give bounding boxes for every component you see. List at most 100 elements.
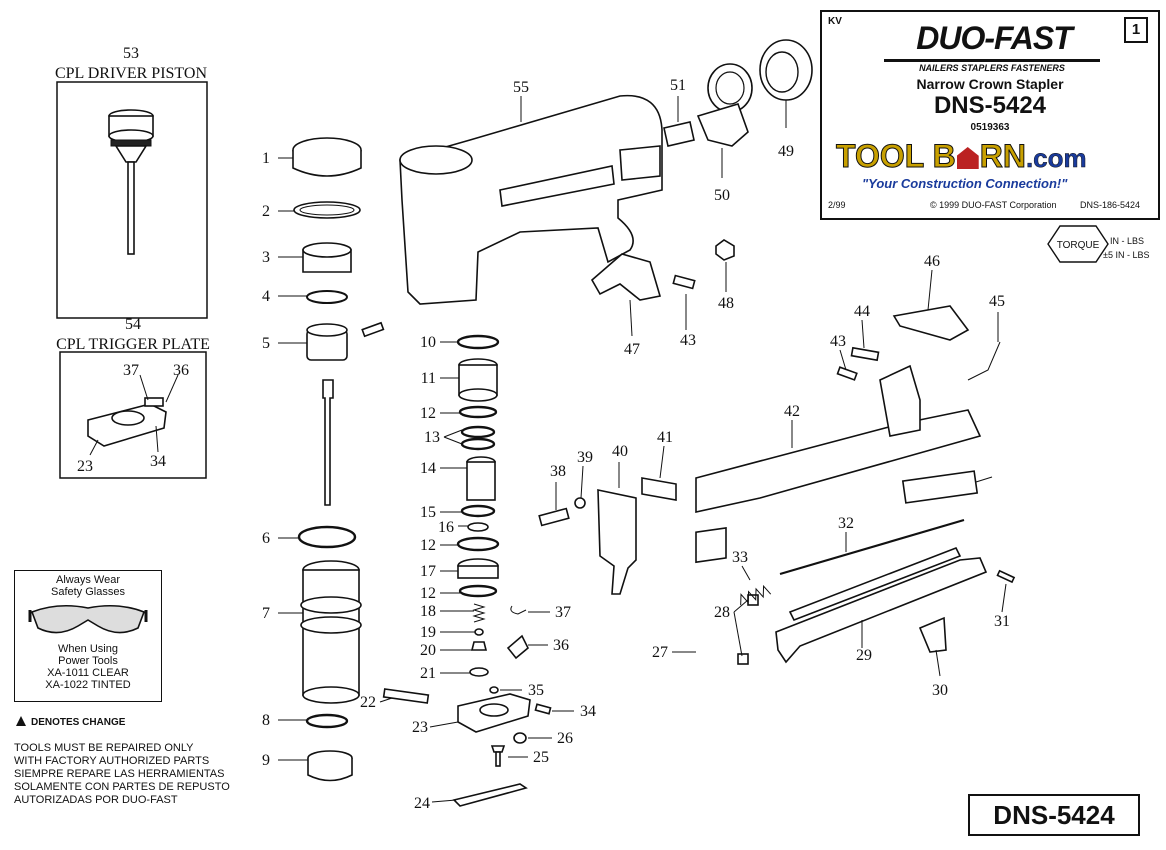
callout-51: 51 (670, 77, 686, 94)
dealer-domain: .com (1025, 143, 1087, 174)
callout-6: 6 (262, 530, 270, 547)
inset-54-frame (59, 351, 207, 479)
callout-15: 15 (420, 504, 436, 521)
torque-tolerance: ±5 IN - LBS (1103, 250, 1149, 260)
callout-8: 8 (262, 712, 270, 729)
inset-54-label-23: 23 (77, 458, 93, 475)
callout-25: 25 (533, 749, 549, 766)
callout-48: 48 (718, 295, 734, 312)
callout-46: 46 (924, 253, 940, 270)
callout-9: 9 (262, 752, 270, 769)
callout-19: 19 (420, 624, 436, 641)
trigger-plate-leaders (429, 611, 574, 803)
inset-53-frame (56, 81, 208, 319)
safety-line-1: Always Wear (56, 574, 120, 586)
callout-24: 24 (414, 795, 430, 812)
repair-notice-line-2: WITH FACTORY AUTHORIZED PARTS (14, 755, 210, 767)
safety-line-5: XA-1011 CLEAR (47, 667, 129, 679)
callout-36: 36 (553, 637, 569, 654)
callout-38: 38 (550, 463, 566, 480)
valve-stack (382, 334, 500, 704)
title-block: KV 1 DUO-FAST NAILERS STAPLERS FASTENERS… (820, 10, 1160, 220)
callout-16: 16 (438, 519, 454, 536)
safety-line-4: Power Tools (58, 655, 118, 667)
safety-line-6: XA-1022 TINTED (45, 679, 131, 691)
product-name: Narrow Crown Stapler (916, 76, 1064, 92)
dealer-slogan: "Your Construction Connection!" (862, 176, 1068, 191)
change-marker-icon (16, 716, 26, 726)
title-date: 2/99 (828, 200, 846, 210)
callout-12c: 12 (420, 585, 436, 602)
trigger-plate-group (452, 605, 552, 807)
copyright: © 1999 DUO-FAST Corporation (930, 200, 1057, 210)
callout-28: 28 (714, 604, 730, 621)
repair-notice: TOOLS MUST BE REPAIRED ONLY WITH FACTORY… (14, 742, 230, 807)
callout-33: 33 (732, 549, 748, 566)
repair-notice-line-4: SOLAMENTE CON PARTES DE REPUSTO (14, 781, 230, 793)
callout-20: 20 (420, 642, 436, 659)
trigger-plate-inset-drawing (87, 374, 179, 456)
magazine-leaders (672, 532, 1007, 677)
dealer-name-part-b: RN (979, 138, 1026, 175)
callout-47: 47 (624, 341, 640, 358)
inset-54-number: 54 (125, 316, 141, 333)
brand-logo: DUO-FAST (916, 20, 1073, 56)
valve-stack-leaders (379, 341, 475, 703)
callout-49: 49 (778, 143, 794, 160)
callout-52: 55 (513, 79, 529, 96)
callout-11: 11 (421, 370, 436, 387)
inset-54-title: CPL TRIGGER PLATE (56, 336, 210, 353)
inset-54-label-34: 34 (150, 453, 166, 470)
callout-21: 21 (420, 665, 436, 682)
exhaust-leaders (677, 96, 787, 178)
callout-12b: 12 (420, 537, 436, 554)
callout-30: 30 (932, 682, 948, 699)
callout-26: 26 (557, 730, 573, 747)
torque-hexagon-icon (1047, 225, 1109, 263)
callout-10: 10 (420, 334, 436, 351)
callout-39: 39 (577, 449, 593, 466)
doc-number: DNS-186-5424 (1080, 200, 1141, 210)
callout-35: 35 (528, 682, 544, 699)
title-model: DNS-5424 (933, 92, 1047, 119)
callout-45: 45 (989, 293, 1005, 310)
callout-40: 40 (612, 443, 628, 460)
callout-44: 44 (854, 303, 870, 320)
cylinder-stack-leaders (278, 157, 308, 761)
housing-drawing (399, 94, 663, 305)
callout-34: 34 (580, 703, 596, 720)
callout-3: 3 (262, 249, 270, 266)
callout-7: 7 (262, 605, 270, 622)
callout-41: 41 (657, 429, 673, 446)
nose-frame-group (538, 239, 1001, 595)
callout-23: 23 (412, 719, 428, 736)
repair-notice-line-5: AUTORIZADAS POR DUO-FAST (14, 794, 178, 806)
safety-glasses-icon (28, 604, 148, 634)
barn-icon (956, 147, 979, 169)
inset-53-number: 53 (123, 45, 139, 62)
callout-50: 50 (714, 187, 730, 204)
callout-43a: 43 (680, 332, 696, 349)
safety-line-2: Safety Glasses (51, 586, 125, 598)
magazine-group (695, 518, 1016, 665)
callout-31: 31 (994, 613, 1010, 630)
callout-1: 1 (262, 150, 270, 167)
dealer-name-part-a: TOOL B (836, 138, 957, 175)
callout-37: 37 (555, 604, 571, 621)
callout-43b: 43 (830, 333, 846, 350)
repair-notice-line-1: TOOLS MUST BE REPAIRED ONLY (14, 742, 194, 754)
dealer-logo: TOOL B RN.com (836, 138, 1146, 175)
safety-line-3: When Using (58, 643, 118, 655)
callout-22: 22 (360, 694, 376, 711)
exhaust-group (663, 39, 813, 147)
brand-tagline: NAILERS STAPLERS FASTENERS (884, 59, 1100, 73)
callout-2: 2 (262, 203, 270, 220)
callout-17: 17 (420, 563, 436, 580)
model-number-box: DNS-5424 (968, 794, 1140, 836)
part-code: 0519363 (970, 122, 1010, 133)
torque-unit: IN - LBS (1110, 236, 1144, 246)
sheet-number: 1 (1124, 17, 1148, 43)
inset-54-label-37: 37 (123, 362, 139, 379)
callout-4: 4 (262, 288, 270, 305)
